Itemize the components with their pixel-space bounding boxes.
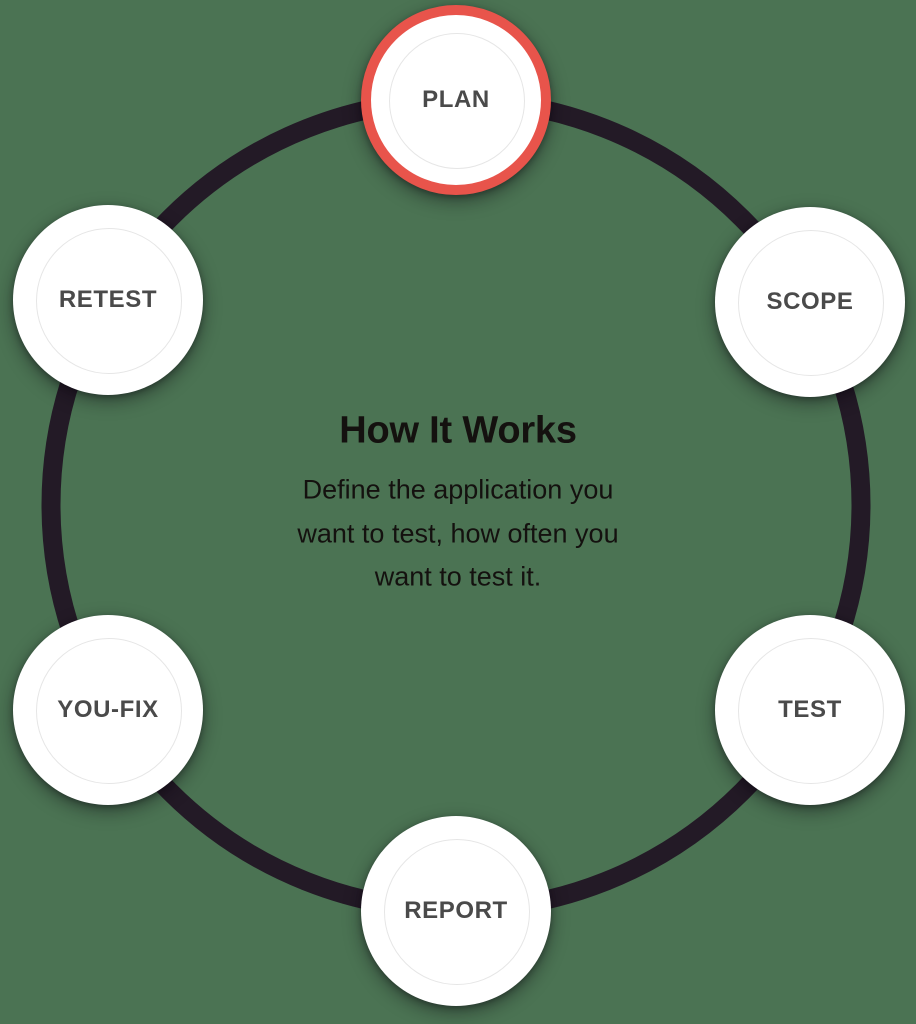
center-description-line-3: want to test it. bbox=[374, 561, 542, 592]
cycle-node-label-retest: RETEST bbox=[58, 286, 158, 313]
cycle-node-label-report: REPORT bbox=[404, 897, 508, 924]
cycle-node-label-you-fix: YOU-FIX bbox=[57, 696, 159, 723]
cycle-node-scope[interactable]: SCOPE bbox=[715, 207, 905, 397]
center-description-line-2: want to test, how often you bbox=[297, 518, 619, 549]
center-description-line-1: Define the application you bbox=[302, 474, 614, 505]
cycle-node-label-test: TEST bbox=[778, 696, 842, 723]
cycle-node-retest[interactable]: RETEST bbox=[13, 205, 203, 395]
cycle-node-plan[interactable]: PLAN bbox=[361, 5, 551, 195]
center-text-block: How It Works Define the application you … bbox=[243, 409, 673, 600]
cycle-node-report[interactable]: REPORT bbox=[361, 816, 551, 1006]
page-title: How It Works bbox=[339, 409, 577, 452]
cycle-node-test[interactable]: TEST bbox=[715, 615, 905, 805]
cycle-node-you-fix[interactable]: YOU-FIX bbox=[13, 615, 203, 805]
cycle-node-label-scope: SCOPE bbox=[766, 288, 854, 315]
cycle-node-label-plan: PLAN bbox=[422, 86, 490, 113]
